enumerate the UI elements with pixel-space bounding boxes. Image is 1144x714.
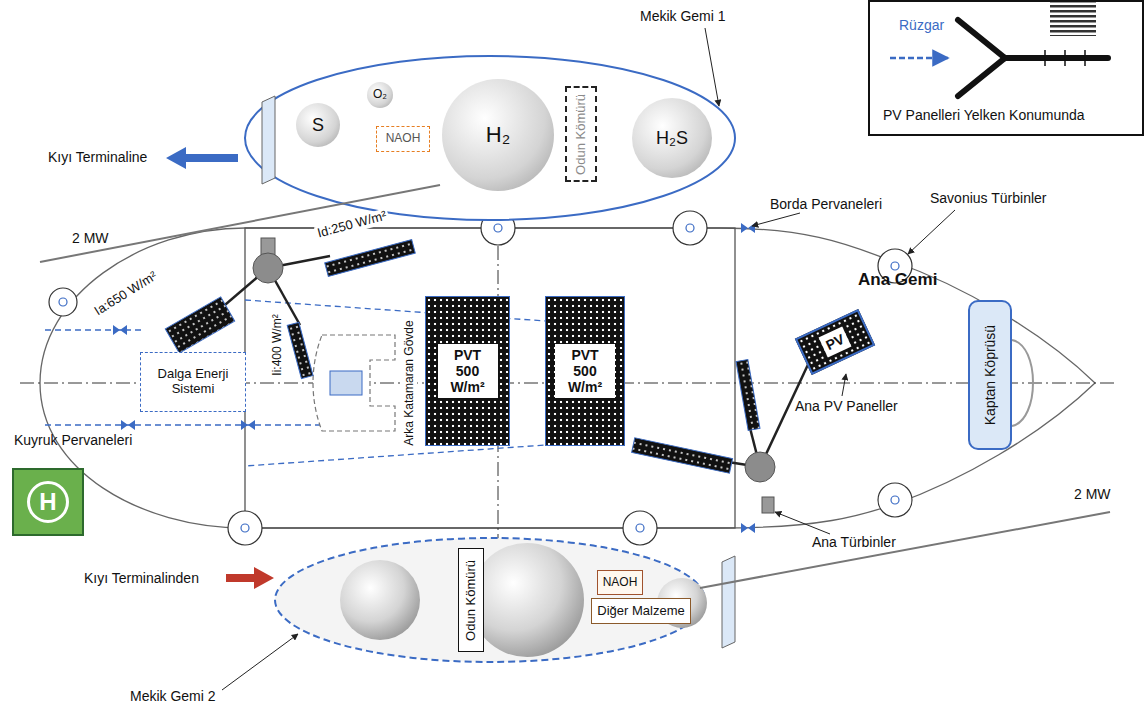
tail-propeller: [241, 420, 255, 430]
node-text: NAOH: [603, 576, 638, 590]
side-propeller: [741, 523, 755, 533]
side-propeller: [113, 325, 127, 335]
pv-panel: [325, 240, 416, 277]
shuttle-hull: [245, 56, 735, 220]
pvt-panel: PVT 500 W/m²: [545, 296, 625, 446]
pvt-panel: PVT 500 W/m²: [425, 296, 510, 446]
part-label: Borda Pervaneleri: [770, 196, 882, 212]
pv-sail: [958, 20, 1108, 96]
deck-frame: [245, 228, 735, 528]
storage-tank: S: [296, 103, 340, 147]
material-box: NAOH: [376, 126, 430, 152]
captain-bridge: Kaptan Köprüsü: [968, 300, 1012, 450]
material-box: NAOH: [597, 570, 644, 596]
node-text: PV Panelleri Yelken Konumunda: [883, 107, 1085, 123]
node-text: O₂: [373, 88, 387, 102]
main-turbine: [762, 497, 774, 513]
node-text: PV: [818, 326, 852, 357]
node-text: S: [312, 115, 324, 136]
part-label: Kıyı Terminalinden: [84, 570, 199, 586]
tank: [340, 560, 420, 640]
node-text: Dalga Enerji Sistemi: [141, 367, 245, 397]
part-label: Savonius Türbinler: [930, 190, 1046, 206]
catamaran-unit: [330, 371, 362, 395]
inset-panel: Rüzgar PV Panelleri Yelken Konumunda: [869, 1, 1143, 135]
node-text: H₂S: [656, 128, 688, 149]
pv-arms: [205, 256, 812, 467]
inset-frame: [869, 1, 1143, 135]
storage-tank: O₂: [367, 82, 393, 108]
tail-propeller-line: [45, 424, 330, 425]
shuttle-ramp: [722, 556, 735, 648]
node-text: H: [27, 481, 69, 523]
pv-panel: [632, 438, 733, 473]
node-text: Kaptan Köprüsü: [982, 325, 998, 425]
leader-lines: [222, 28, 955, 690]
savonius-turbines: [49, 211, 912, 545]
part-label: Mekik Gemi 1: [640, 8, 726, 24]
part-label: 2 MW: [1072, 486, 1113, 502]
system-box: Dalga Enerji Sistemi: [140, 352, 246, 412]
pv-panel: [736, 359, 760, 430]
main-hull: [40, 228, 1095, 528]
part-label: Ana Gemi: [858, 270, 937, 290]
material-box: Diğer Malzeme: [591, 598, 690, 625]
node-text: H₂: [486, 122, 510, 147]
from-terminal-arrow: [226, 567, 274, 589]
pv-panel: [287, 322, 313, 378]
bridge-wing: [1012, 340, 1033, 426]
pv-sail-hatch: [1050, 2, 1096, 36]
material-box: Odun Kömürü: [565, 86, 597, 182]
material-box: Odun Kömürü: [458, 548, 485, 652]
part-label: Ii:400 W/m²: [271, 312, 285, 377]
turbine-hub: [253, 253, 283, 283]
node-text: Odun Kömürü: [464, 560, 479, 641]
storage-tank: H₂: [442, 79, 554, 191]
part-label: 2 MW: [70, 230, 111, 246]
part-label: Ana PV Paneller: [795, 398, 898, 414]
shuttle-hull: [275, 538, 705, 662]
node-text: Odun Kömürü: [574, 94, 589, 175]
pv-sail-ticks: [1045, 50, 1085, 66]
helipad: H: [12, 468, 84, 536]
part-label: Kuyruk Pervaneleri: [14, 432, 132, 448]
catamaran-hull: [313, 335, 395, 431]
node-text: Diğer Malzeme: [597, 604, 684, 619]
tank: [470, 543, 584, 657]
node-text: PVT 500 W/m²: [555, 344, 615, 398]
part-label: Kıyı Terminaline: [48, 149, 147, 165]
side-propeller: [741, 223, 755, 233]
power-cable: [700, 512, 1110, 588]
part-label: Ana Türbinler: [812, 534, 896, 550]
shuttle-ramp: [262, 96, 275, 184]
wind-arrow: [890, 57, 948, 60]
tail-propeller: [121, 420, 135, 430]
node-text: Rüzgar: [899, 17, 944, 33]
node-text: PVT 500 W/m²: [438, 344, 498, 398]
storage-tank: H₂S: [632, 98, 712, 178]
part-label: Mekik Gemi 2: [130, 688, 216, 704]
main-turbine: [261, 238, 275, 255]
side-propeller-line: [45, 329, 145, 330]
part-label: Arka Katamaran Gövde: [403, 318, 417, 447]
pv-panel: [165, 297, 234, 353]
node-text: NAOH: [386, 132, 421, 146]
to-terminal-arrow: [166, 147, 238, 169]
turbine-hub: [745, 452, 775, 482]
